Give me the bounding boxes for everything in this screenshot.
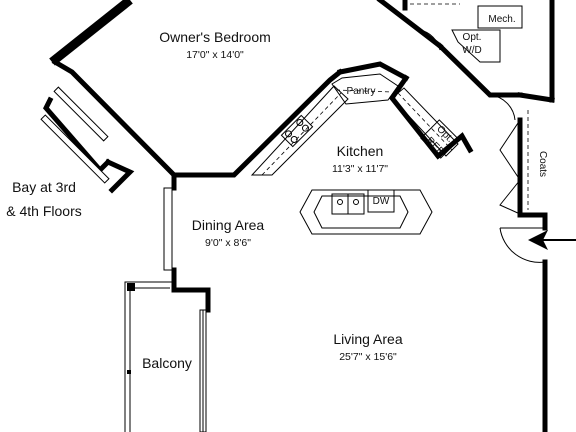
kitchen-counters (250, 73, 460, 235)
hall-door-swing (489, 94, 516, 121)
coats-label: Coats (537, 151, 548, 177)
balcony-railing (124, 281, 174, 432)
dishwasher-label: DW (373, 196, 390, 207)
coats-door (499, 119, 521, 181)
dishwasher (367, 189, 395, 213)
wall-pantry-top (337, 61, 410, 82)
mech-closet (477, 5, 523, 29)
living-dims: 25'7" x 15'6" (339, 351, 397, 363)
wall-kitchen-divider (171, 68, 344, 178)
bay-note-line2: & 4th Floors (6, 203, 81, 219)
kitchen-dims: 11'3" x 11'7" (332, 163, 388, 175)
counter-left (250, 85, 349, 176)
cooktop (280, 114, 314, 148)
balcony-post (127, 283, 135, 291)
utility-door-swing (419, 29, 441, 51)
balcony-label: Balcony (142, 355, 192, 371)
window-bay-lower (40, 114, 110, 184)
owners-bedroom-dims: 17'0" x 14'0" (186, 49, 244, 61)
wall-balcony-corner (171, 287, 211, 313)
opt-wd-label-2: W/D (462, 45, 481, 56)
entry-door-swing (499, 227, 546, 263)
wall-ref-niche (434, 132, 474, 160)
pantry-box (331, 73, 399, 105)
kitchen-island (299, 189, 433, 235)
wall-bedroom-bay (51, 58, 178, 179)
wall-top-left (49, 0, 133, 66)
utility (410, 3, 546, 263)
counter-right (391, 87, 459, 157)
wall-bay-end (104, 158, 135, 194)
window-bay-upper (53, 86, 109, 142)
entry-arrow-icon (528, 230, 576, 250)
bay-note-line1: Bay at 3rd (12, 179, 76, 195)
mech-label: Mech. (488, 14, 515, 25)
refrigerator (420, 119, 460, 159)
washer-dryer (451, 29, 501, 63)
pantry-label: Pantry (347, 86, 376, 97)
labels: Owner's Bedroom 17'0" x 14'0" Pantry Kit… (6, 14, 548, 371)
owners-bedroom-label: Owner's Bedroom (159, 29, 271, 45)
window-dining (163, 187, 173, 271)
wall-coats-closet (517, 117, 548, 218)
walls (43, 0, 555, 432)
opt-wd-label-1: Opt. (463, 32, 482, 43)
living-label: Living Area (333, 331, 402, 347)
wall-bay-lower (43, 96, 112, 174)
wall-coats-top (517, 92, 555, 103)
dining-label: Dining Area (192, 217, 265, 233)
wall-top-right (376, 0, 444, 50)
kitchen-label: Kitchen (337, 143, 384, 159)
windows (40, 86, 207, 432)
dining-dims: 9'0" x 8'6" (205, 237, 251, 249)
